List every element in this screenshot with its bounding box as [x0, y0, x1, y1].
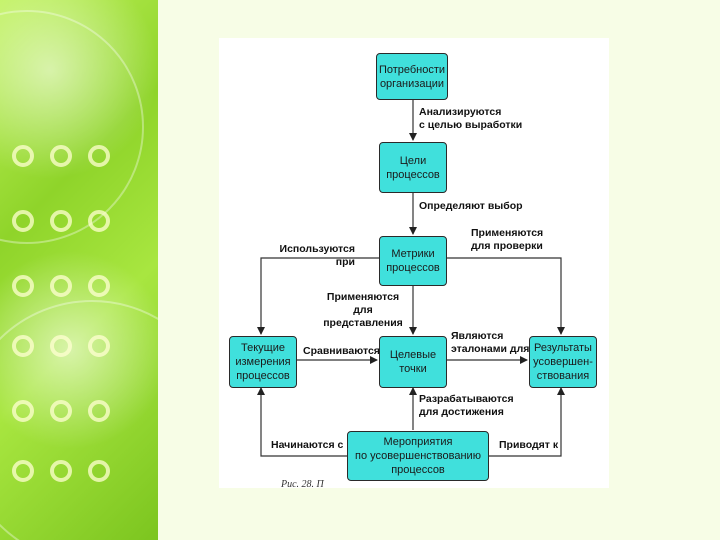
edge-label-are-standards: Являются эталонами для	[451, 330, 530, 355]
edge-metrics-results	[447, 257, 565, 335]
decorative-ring	[12, 145, 34, 167]
decorative-ring	[88, 460, 110, 482]
decorative-ring	[88, 145, 110, 167]
node-improvement-results: Результаты усовершен- ствования	[529, 336, 597, 388]
edge-label-analyzed: Анализируются с целью выработки	[419, 106, 523, 131]
decorative-ring	[12, 275, 34, 297]
diagram-connectors	[257, 100, 565, 457]
edge-label-used-when: Используются при	[279, 243, 355, 268]
decorative-ring	[50, 145, 72, 167]
decorative-ring	[12, 460, 34, 482]
decorative-ring	[50, 335, 72, 357]
decorative-ring	[50, 210, 72, 232]
edge-actions-current	[257, 387, 347, 457]
edge-metrics-current	[257, 257, 379, 335]
edge-actions-results	[489, 387, 565, 457]
node-organization-needs: Потребности организации	[376, 53, 448, 100]
decorative-ring	[12, 210, 34, 232]
node-process-goals: Цели процессов	[379, 142, 447, 193]
decorative-ring	[50, 460, 72, 482]
decorative-ring	[88, 400, 110, 422]
decorative-ring	[88, 210, 110, 232]
edge-label-applied-check: Применяются для проверки	[471, 227, 544, 252]
figure-caption: Рис. 28. П	[281, 479, 324, 490]
edge-label-start-with: Начинаются с	[271, 439, 344, 451]
node-target-points: Целевые точки	[379, 336, 447, 388]
edge-label-applied-representation: Применяются для представления	[323, 291, 403, 329]
decorative-ring	[50, 400, 72, 422]
decorative-ring	[12, 400, 34, 422]
edge-label-compared: Сравниваются	[303, 345, 380, 357]
decorative-ring	[88, 275, 110, 297]
node-current-measurements: Текущие измерения процессов	[229, 336, 297, 388]
node-improvement-actions: Мероприятия по усовершенствованию процес…	[347, 431, 489, 481]
node-process-metrics: Метрики процессов	[379, 236, 447, 286]
decorative-ring	[12, 335, 34, 357]
decorative-green-strip	[0, 0, 158, 540]
edge-label-lead-to: Приводят к	[499, 439, 559, 451]
diagram-panel: Потребности организации Цели процессов М…	[219, 38, 609, 490]
decorative-ring	[50, 275, 72, 297]
decorative-arc	[0, 300, 158, 540]
edge-label-developed-for: Разрабатываются для достижения	[419, 393, 514, 418]
decorative-ring	[88, 335, 110, 357]
edge-label-define-choice: Определяют выбор	[419, 200, 523, 212]
